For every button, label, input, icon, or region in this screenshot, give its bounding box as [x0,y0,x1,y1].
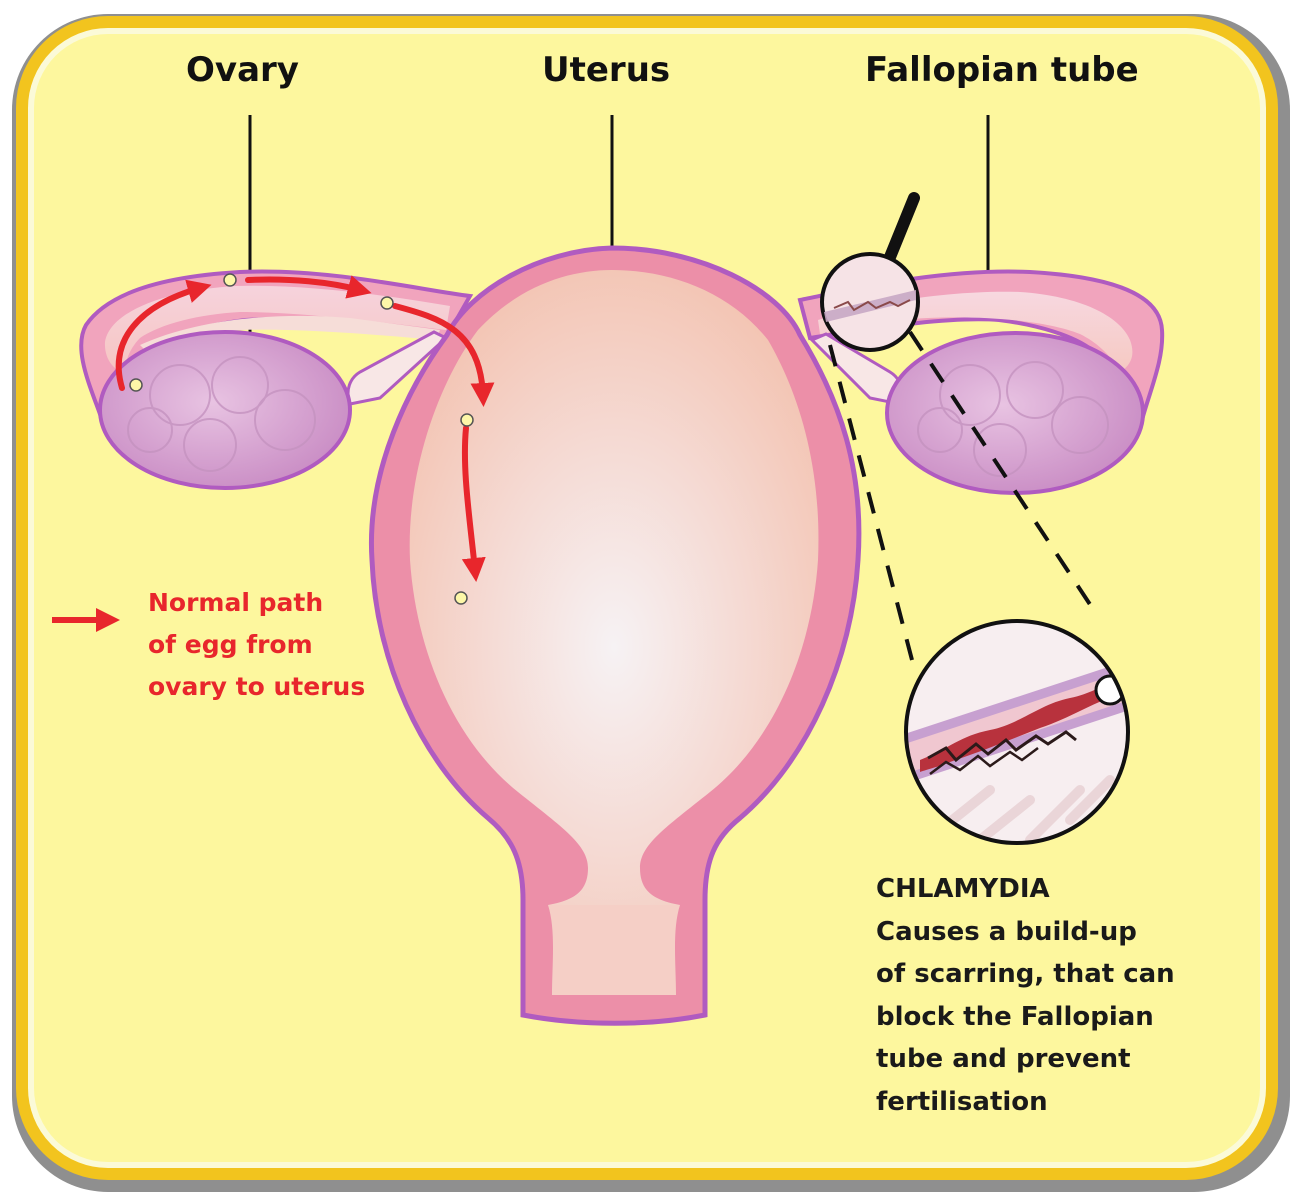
note-line-5: fertilisation [876,1086,1048,1117]
egg-path-arrows [115,275,495,582]
note-line-1: Causes a build-up [876,916,1137,947]
egg-markers [129,273,474,605]
legend-line-3: ovary to uterus [148,672,366,701]
magnified-tube-view [904,619,1130,845]
note-line-4: tube and prevent [876,1044,1131,1074]
legend-line-1: Normal path [148,588,324,617]
chlamydia-note: CHLAMYDIA Causes a build-up of scarring,… [876,868,1175,1123]
right-ovary-texture [917,361,1109,477]
left-ovary-texture [127,356,316,472]
zoom-dashed-lines [828,330,1097,661]
fallopian-tube-label: Fallopian tube [865,50,1139,90]
legend-line-2: of egg from [148,630,313,659]
magnifier-icon [820,192,920,352]
uterus-label: Uterus [542,50,671,90]
left-fallopian-tube [79,269,474,432]
egg-path-legend: Normal path of egg from ovary to uterus [148,582,365,708]
ovary-label: Ovary [186,50,299,90]
note-title: CHLAMYDIA [876,874,1050,904]
uterus-cavity [409,270,819,920]
note-line-2: of scarring, that can [876,959,1175,989]
note-line-3: block the Fallopian [876,1001,1154,1032]
cervix-canal [548,905,680,995]
